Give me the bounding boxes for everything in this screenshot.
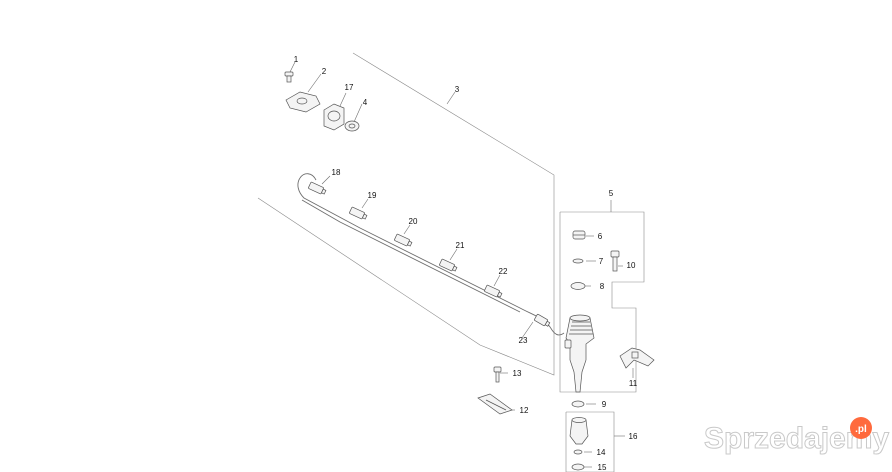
leader-4 — [353, 103, 363, 123]
callout-20: 20 — [409, 217, 418, 226]
watermark: Sprzedajemy .pl — [704, 417, 890, 456]
callout-2: 2 — [322, 67, 327, 76]
o-ring-15 — [571, 463, 585, 471]
callout-21: 21 — [456, 241, 465, 250]
leader-1 — [289, 61, 296, 73]
leader-20 — [403, 224, 411, 235]
harness-secondary-cable — [301, 199, 521, 313]
flange-plate-2 — [285, 91, 321, 113]
injector-stack — [564, 230, 595, 471]
callout-12: 12 — [520, 406, 529, 415]
injector-assembly-frame — [559, 211, 645, 393]
callout-5: 5 — [609, 189, 614, 198]
callout-18: 18 — [332, 168, 341, 177]
callout-6: 6 — [598, 232, 603, 241]
leader-2 — [307, 73, 322, 93]
leader-18 — [321, 175, 331, 185]
nozzle-kit-16 — [569, 417, 589, 445]
clamp-11 — [619, 347, 655, 369]
assembly-frames — [257, 52, 645, 472]
washer-14 — [573, 449, 583, 455]
wiring-harness — [297, 173, 565, 336]
callout-16: 16 — [629, 432, 638, 441]
connector-21 — [439, 258, 458, 272]
callout-11: 11 — [629, 379, 638, 388]
cap-6 — [572, 230, 586, 240]
callout-labels: 1 2 3 4 5 6 7 8 9 10 11 12 13 14 15 16 1… — [294, 55, 638, 472]
seal-ring-4 — [344, 120, 360, 132]
leader-21 — [449, 248, 458, 261]
connector-20 — [394, 233, 413, 247]
leader-3 — [446, 91, 456, 105]
o-ring-9 — [571, 400, 585, 408]
callout-15: 15 — [598, 463, 607, 472]
leader-23 — [521, 321, 534, 339]
connector-23 — [534, 313, 551, 327]
connector-22 — [484, 284, 503, 298]
harness-connectors — [308, 181, 551, 327]
watermark-badge — [850, 417, 872, 439]
callout-9: 9 — [602, 400, 607, 409]
bolt-1 — [284, 71, 294, 83]
hardware-parts — [477, 250, 655, 415]
o-ring-8 — [570, 282, 586, 290]
screw-10 — [610, 250, 620, 272]
callout-22: 22 — [499, 267, 508, 276]
callout-3: 3 — [455, 85, 460, 94]
connector-18 — [308, 181, 327, 195]
callout-4: 4 — [363, 98, 368, 107]
callout-13: 13 — [513, 369, 522, 378]
injector-body — [564, 314, 595, 393]
washer-7 — [572, 258, 584, 264]
callout-1: 1 — [294, 55, 299, 64]
leader-19 — [361, 198, 369, 209]
bolt-13 — [493, 366, 502, 383]
leader-lines — [289, 61, 634, 468]
harness-main-cable — [297, 177, 565, 336]
leader-17 — [339, 92, 347, 107]
leader-22 — [493, 274, 501, 287]
callout-14: 14 — [597, 448, 606, 457]
rail-assembly-frame — [257, 52, 555, 376]
callout-17: 17 — [345, 83, 354, 92]
nozzle-kit-frame — [565, 411, 615, 472]
callout-10: 10 — [627, 261, 636, 270]
bracket-12 — [477, 393, 513, 415]
callout-7: 7 — [599, 257, 604, 266]
callout-8: 8 — [600, 282, 605, 291]
grommet-17 — [323, 103, 345, 131]
grommet-parts — [284, 71, 360, 132]
callout-19: 19 — [368, 191, 377, 200]
callout-23: 23 — [519, 336, 528, 345]
connector-19 — [349, 206, 368, 220]
harness-end-loop — [299, 173, 317, 181]
watermark-badge-text: .pl — [855, 424, 867, 435]
